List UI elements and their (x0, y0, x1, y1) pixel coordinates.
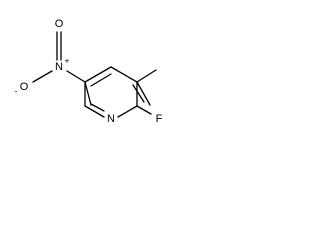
nitro-oxygen-top-label: O (55, 18, 64, 30)
nitro-oxygen-left-charge: - (15, 87, 18, 96)
ring-nitrogen-label: N (107, 113, 115, 125)
bond-c6-n1 (84, 105, 105, 118)
bond-c2-c3-inner (132, 84, 145, 103)
bond-c4-c5 (84, 66, 112, 83)
bond-nitro-o-left (32, 70, 53, 83)
chemical-structure: N F N + O O - (15, 18, 163, 125)
nitro-nitrogen-label: N (55, 61, 63, 73)
bond-c6-n1-inner (90, 103, 105, 112)
bond-n1-c2 (117, 105, 138, 118)
nitro-nitrogen-charge: + (65, 57, 70, 66)
pyridine-ring (84, 66, 151, 118)
bond-c5-c6 (84, 81, 92, 106)
bond-c3-c4 (110, 66, 138, 83)
bond-c3-methyl (136, 69, 157, 83)
bond-c4-c5-inner (90, 73, 112, 87)
bond-c2-f (136, 105, 152, 115)
nitro-oxygen-left-label: O (20, 81, 29, 93)
fluorine-label: F (156, 113, 163, 125)
bond-c2-c3 (136, 81, 151, 106)
bond-c5-nitro-n (66, 70, 86, 83)
